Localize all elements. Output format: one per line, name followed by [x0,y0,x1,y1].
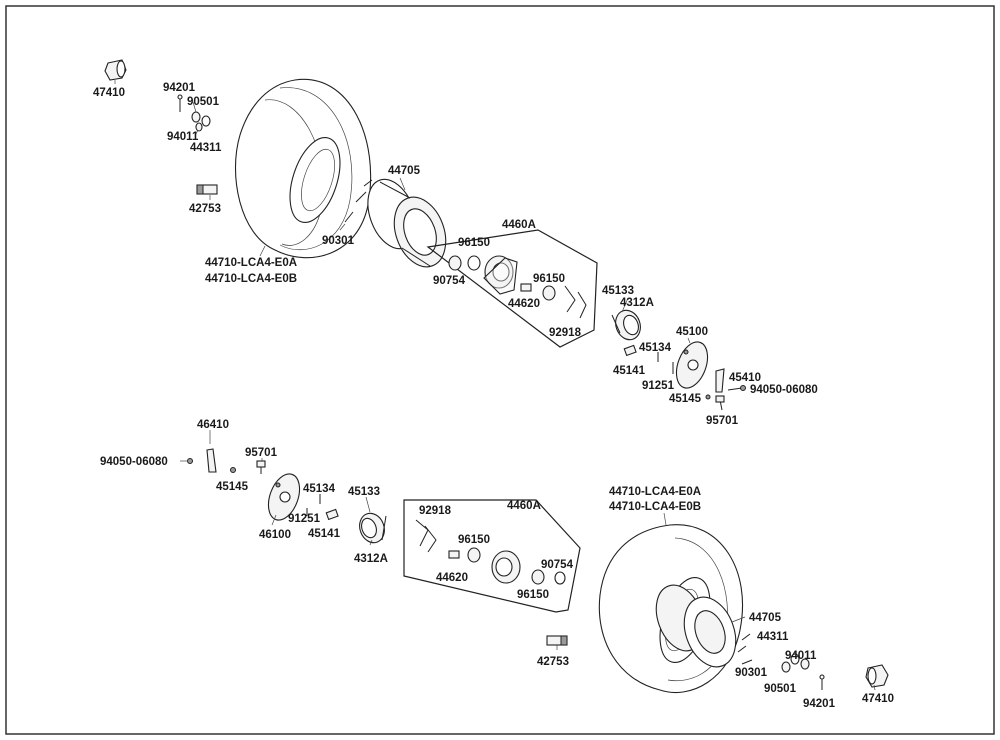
label-94201-bottom[interactable]: 94201 [803,698,836,710]
label-94011-bottom[interactable]: 94011 [785,650,817,662]
label-45410-top[interactable]: 45410 [729,372,761,384]
label-94201-top[interactable]: 94201 [163,82,196,94]
label-90501-top[interactable]: 90501 [187,96,220,108]
label-4312a-bottom[interactable]: 4312A [354,553,388,565]
label-95701-top[interactable]: 95701 [706,415,739,427]
washer-nut-bottom[interactable] [781,653,810,673]
rim-bolts-top[interactable] [344,179,373,223]
hub-kit-frame-bottom [403,499,581,613]
label-45134-bottom[interactable]: 45134 [303,483,336,495]
cam-pin-top[interactable] [623,344,674,374]
bolt-95701-bottom[interactable] [230,460,266,474]
label-44311-top[interactable]: 44311 [190,142,222,154]
label-47410-top[interactable]: 47410 [93,87,125,99]
diagram-border [5,5,995,735]
cam-pin-bottom[interactable] [306,494,339,521]
hub-kit-frame-top [426,229,598,348]
cotter-pin-bottom[interactable] [819,674,825,690]
label-42753-top[interactable]: 42753 [189,203,221,215]
label-4460a-top[interactable]: 4460A [502,219,536,231]
label-91251-top[interactable]: 91251 [642,380,675,392]
tire-top[interactable] [234,78,372,259]
label-90301-bottom[interactable]: 90301 [735,667,768,679]
label-46410-bottom[interactable]: 46410 [197,419,229,431]
label-94050-06080-bottom[interactable]: 94050-06080 [100,456,168,468]
hub-parts-top[interactable] [448,255,556,301]
label-44620-bottom[interactable]: 44620 [436,572,468,584]
label-96150-top-b[interactable]: 96150 [533,273,565,285]
label-47410-bottom[interactable]: 47410 [862,693,894,705]
label-95701-bottom[interactable]: 95701 [245,447,278,459]
bolt-95701-top[interactable] [705,394,725,411]
label-96150-top-a[interactable]: 96150 [458,237,490,249]
label-46100-bottom[interactable]: 46100 [259,529,291,541]
label-90301-top[interactable]: 90301 [322,235,355,247]
label-91251-bottom[interactable]: 91251 [288,513,321,525]
label-90754-bottom[interactable]: 90754 [541,559,574,571]
label-96150-bottom-b[interactable]: 96150 [517,589,549,601]
label-44710-e0a-top[interactable]: 44710-LCA4-E0A [205,257,297,269]
rim-bolts-bottom[interactable] [737,633,753,665]
label-96150-bottom-a[interactable]: 96150 [458,534,490,546]
brake-panel-bottom[interactable] [263,470,306,525]
rim-bottom[interactable] [648,579,745,675]
label-92918-top[interactable]: 92918 [549,327,582,339]
label-45100-top[interactable]: 45100 [676,326,708,338]
label-44311-bottom[interactable]: 44311 [757,631,789,643]
part-labels: 47410 94201 90501 94011 44311 42753 4470… [93,82,894,710]
label-90754-top[interactable]: 90754 [433,275,466,287]
valve-stem-bottom[interactable] [546,635,568,646]
label-45133-bottom[interactable]: 45133 [348,486,380,498]
label-44705-top[interactable]: 44705 [388,165,421,177]
cap-nut-bottom[interactable] [865,664,889,688]
leader-lines [114,80,876,691]
label-45145-top[interactable]: 45145 [669,393,702,405]
label-42753-bottom[interactable]: 42753 [537,656,569,668]
label-94050-06080-top[interactable]: 94050-06080 [750,384,818,396]
brake-arm-bottom[interactable] [187,448,217,473]
valve-stem-top[interactable] [196,184,218,195]
label-44710-e0b-top[interactable]: 44710-LCA4-E0B [205,273,297,285]
washer-nut-top[interactable] [191,111,211,132]
label-45133-top[interactable]: 45133 [602,285,634,297]
brake-drum-bottom[interactable] [356,510,389,546]
label-90501-bottom[interactable]: 90501 [764,683,797,695]
cotter-pin-top[interactable] [177,94,183,112]
label-4460a-bottom[interactable]: 4460A [507,500,541,512]
rim-top[interactable] [359,173,455,274]
brake-drum-top[interactable] [611,307,645,343]
label-4312a-top[interactable]: 4312A [620,297,654,309]
label-44705-bottom[interactable]: 44705 [749,612,782,624]
label-44710-e0b-bottom[interactable]: 44710-LCA4-E0B [609,501,701,513]
brake-arm-top[interactable] [715,368,746,393]
cap-nut-top[interactable] [104,59,127,81]
label-45141-bottom[interactable]: 45141 [308,528,341,540]
label-45141-top[interactable]: 45141 [613,365,646,377]
label-45145-bottom[interactable]: 45145 [216,481,249,493]
brake-panel-top[interactable] [671,338,714,393]
label-92918-bottom[interactable]: 92918 [419,505,452,517]
label-45134-top[interactable]: 45134 [639,342,672,354]
brake-spring-bottom[interactable] [415,519,437,553]
label-94011-top[interactable]: 94011 [167,131,199,143]
label-44620-top[interactable]: 44620 [508,298,540,310]
label-44710-e0a-bottom[interactable]: 44710-LCA4-E0A [609,486,701,498]
hub-parts-bottom[interactable] [448,547,566,585]
brake-spring-top[interactable] [564,285,587,319]
